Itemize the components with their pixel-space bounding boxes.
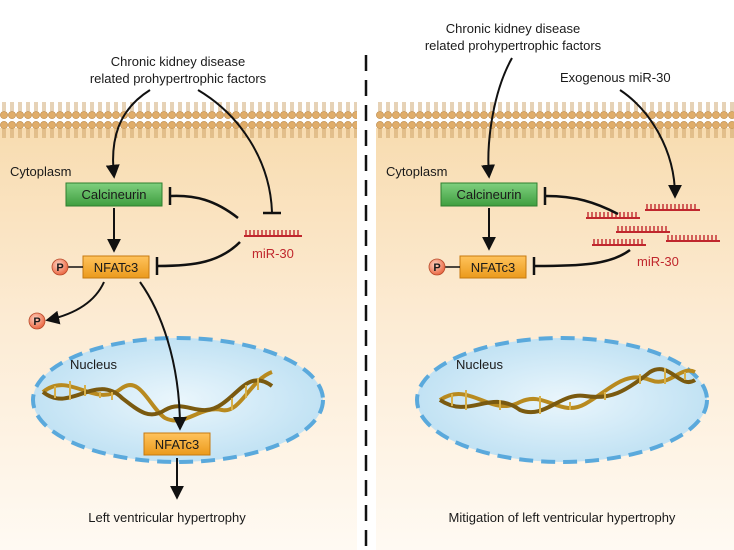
- left-cytoplasm-label: Cytoplasm: [10, 164, 71, 179]
- right-nfatc3-label: NFATc3: [471, 260, 516, 275]
- left-outcome: Left ventricular hypertrophy: [88, 510, 246, 525]
- left-released-phospho-label: P: [33, 316, 40, 328]
- left-phospho-label: P: [56, 262, 63, 274]
- right-cytoplasm-label: Cytoplasm: [386, 164, 447, 179]
- left-factors-line2: related prohypertrophic factors: [90, 71, 267, 86]
- right-mir30-strands: [586, 204, 720, 246]
- left-arrow-factors-to-calcineurin: [105, 89, 151, 179]
- right-inhibit-mir30-to-nfatc3: [534, 248, 631, 268]
- right-exogenous-label: Exogenous miR-30: [560, 70, 671, 85]
- left-factors-line1: Chronic kidney disease: [111, 54, 245, 69]
- left-calcineurin-box: [65, 182, 163, 207]
- left-inhibit-factors-to-mir30: [197, 89, 273, 213]
- left-nucleus-label: Nucleus: [70, 357, 117, 372]
- left-calcineurin-label: Calcineurin: [81, 187, 146, 202]
- left-inhibit-mir30-to-calcineurin: [170, 194, 239, 219]
- left-nuclear-nfatc3-label: NFATc3: [155, 437, 200, 452]
- left-released-phospho-ball: [28, 312, 46, 330]
- left-inhibit-mir30-to-nfatc3: [157, 241, 241, 268]
- right-arrow-exogenous-to-mir30: [619, 89, 682, 199]
- left-mir30-label: miR-30: [252, 246, 294, 261]
- right-nucleus-label: Nucleus: [456, 357, 503, 372]
- right-mir30-label: miR-30: [637, 254, 679, 269]
- left-membrane: [0, 100, 357, 140]
- right-factors-line1: Chronic kidney disease: [446, 21, 580, 36]
- right-membrane: [376, 100, 734, 140]
- right-dna-helix: [438, 367, 697, 414]
- right-phospho-label: P: [433, 262, 440, 274]
- right-factors-line2: related prohypertrophic factors: [425, 38, 602, 53]
- right-calcineurin-box: [440, 182, 538, 207]
- right-phospho-ball: [428, 258, 446, 276]
- right-inhibit-mir30-to-calcineurin: [545, 194, 619, 216]
- left-panel: Chronic kidney disease related prohypert…: [0, 54, 357, 550]
- left-nfatc3-label: NFATc3: [94, 260, 139, 275]
- left-arrow-nfatc3-to-nucleus: [139, 281, 187, 431]
- right-arrow-factors-to-calcineurin: [481, 57, 513, 179]
- right-panel: Chronic kidney disease related prohypert…: [376, 21, 734, 550]
- left-arrow-dephospho: [45, 281, 105, 325]
- right-calcineurin-label: Calcineurin: [456, 187, 521, 202]
- right-outcome: Mitigation of left ventricular hypertrop…: [449, 510, 676, 525]
- left-dna-helix: [41, 370, 274, 423]
- left-nuclear-nfatc3-box: [143, 432, 211, 456]
- left-phospho-ball: [51, 258, 69, 276]
- left-mir30-strand: [244, 230, 302, 237]
